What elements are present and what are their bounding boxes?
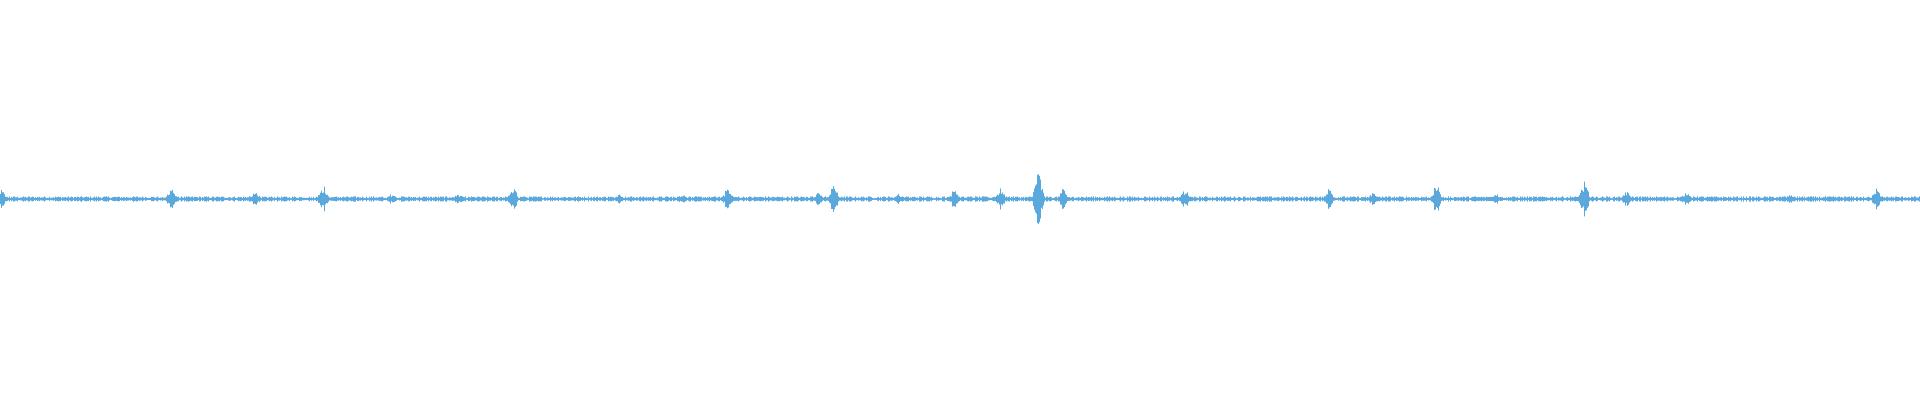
- waveform-path: [0, 174, 1920, 224]
